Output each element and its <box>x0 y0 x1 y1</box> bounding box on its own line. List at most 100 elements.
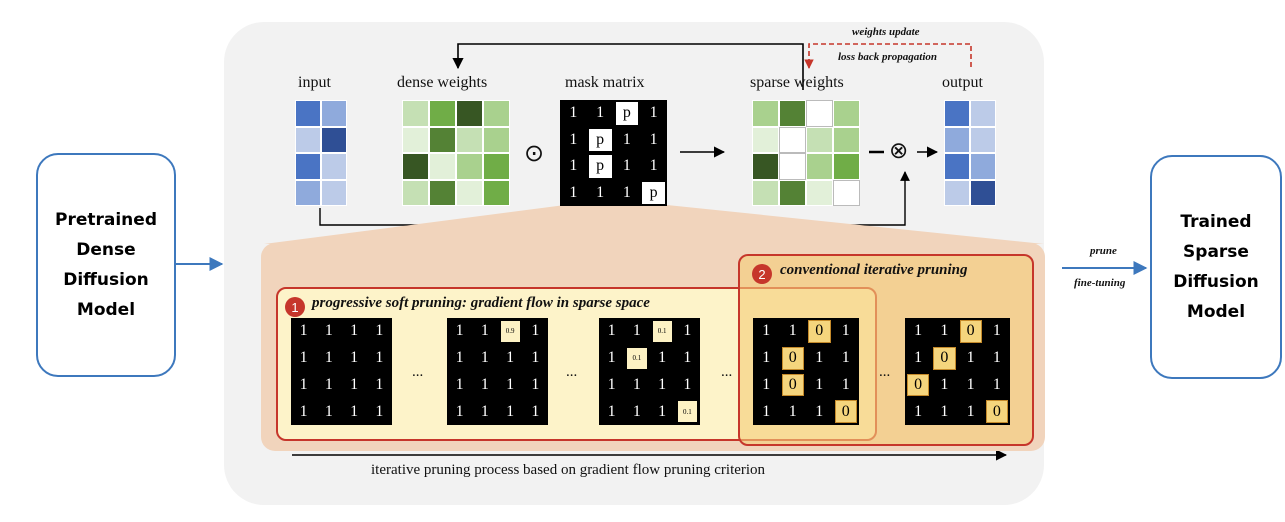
mask-cell: 0 <box>781 373 804 397</box>
sparse-cell <box>806 179 833 206</box>
mask-cell: 1 <box>683 375 692 393</box>
stage2-number-badge: 2 <box>752 264 772 284</box>
mask-cell: 1 <box>299 349 308 367</box>
dense-cell <box>402 153 429 180</box>
mask-cell: 1 <box>914 402 923 420</box>
output-cell <box>970 153 996 180</box>
dense-cell <box>429 153 456 180</box>
mask-cell: 1 <box>992 349 1001 367</box>
mask-cell: 1 <box>324 349 333 367</box>
mask-cell: 1 <box>596 104 605 122</box>
sparse-cell <box>752 179 779 206</box>
mask-cell: 1 <box>622 157 631 175</box>
mask-cell: 1 <box>632 402 641 420</box>
mask-cell: 1 <box>350 402 359 420</box>
mask-cell: 1 <box>940 322 949 340</box>
sparse-cell <box>833 126 860 153</box>
mask-cell: 0 <box>933 346 956 370</box>
mask-cell: 0.1 <box>677 401 697 422</box>
mask-cell: 1 <box>992 322 1001 340</box>
mask-cell: 1 <box>658 402 667 420</box>
mask-cell: 1 <box>455 402 464 420</box>
mask-cell: 1 <box>531 322 540 340</box>
mask-cell: 1 <box>569 157 578 175</box>
mask-cell: p <box>642 181 665 204</box>
dense-cell <box>483 126 510 153</box>
mask-cell: 1 <box>762 375 771 393</box>
output-cell <box>970 100 996 127</box>
prune-label: prune <box>1090 245 1117 257</box>
mask-cell: 1 <box>299 375 308 393</box>
mask-cell: 1 <box>762 402 771 420</box>
mask-cell: 1 <box>841 322 850 340</box>
dense-cell <box>402 179 429 206</box>
sparse-cell <box>779 153 806 180</box>
mask-cell: 1 <box>815 349 824 367</box>
mask-cell: 1 <box>455 322 464 340</box>
mask-cell: 0.9 <box>500 321 520 342</box>
mask-cell: 1 <box>841 375 850 393</box>
pretrained-model-label: Pretrained Dense Diffusion Model <box>55 210 157 320</box>
mask-cell: 1 <box>506 375 515 393</box>
output-matrix <box>944 100 996 206</box>
mask-cell: 1 <box>632 375 641 393</box>
mask-cell: 1 <box>940 375 949 393</box>
mask-cell: 1 <box>649 157 658 175</box>
dense-cell <box>456 126 483 153</box>
matrix-multiply-icon: ⊗ <box>889 138 909 164</box>
sparse-cell <box>752 153 779 180</box>
mask-cell: 1 <box>815 375 824 393</box>
mask-cell: 1 <box>841 349 850 367</box>
mask-cell: 1 <box>375 375 384 393</box>
dense-cell <box>429 100 456 127</box>
dense-cell <box>456 179 483 206</box>
dense-cell <box>429 126 456 153</box>
ellipsis-4: ... <box>879 364 891 380</box>
mask-cell: 0 <box>834 400 857 423</box>
output-cell <box>970 126 996 153</box>
mask-cell: 1 <box>622 183 631 201</box>
sparse-weights-label: sparse weights <box>750 74 844 91</box>
input-matrix <box>295 100 347 206</box>
mask-cell: 1 <box>569 183 578 201</box>
mask-cell: 1 <box>788 322 797 340</box>
input-cell <box>295 179 321 206</box>
mask-cell: 1 <box>607 375 616 393</box>
mask-cell: p <box>588 155 612 178</box>
mask-cell: 1 <box>531 402 540 420</box>
mask-cell: 1 <box>299 402 308 420</box>
mask-cell: 1 <box>299 322 308 340</box>
sparse-cell <box>806 126 833 153</box>
mask-cell: 1 <box>966 375 975 393</box>
output-cell <box>944 179 970 206</box>
dense-cell <box>456 100 483 127</box>
mask-cell: 1 <box>506 349 515 367</box>
ellipsis-2: ... <box>566 364 578 380</box>
stage1-title: progressive soft pruning: gradient flow … <box>312 295 650 311</box>
ellipsis-3: ... <box>721 364 733 380</box>
sparse-cell <box>833 153 860 180</box>
loss-back-propagation-label: loss back propagation <box>838 51 938 63</box>
mask-cell: 0 <box>985 400 1008 423</box>
mask-cell: 1 <box>992 375 1001 393</box>
mask-cell: 1 <box>455 349 464 367</box>
mask-cell: 1 <box>480 349 489 367</box>
mask-cell: 1 <box>531 375 540 393</box>
mask-cell: 1 <box>569 130 578 148</box>
pretrained-model-box: Pretrained Dense Diffusion Model <box>36 153 176 377</box>
output-cell <box>944 153 970 180</box>
mask-cell: 1 <box>480 402 489 420</box>
mask-cell: 1 <box>914 322 923 340</box>
sparse-cell <box>833 179 860 206</box>
mask-cell: 0.1 <box>652 321 672 342</box>
dense-cell <box>429 179 456 206</box>
input-cell <box>321 100 347 127</box>
sparse-cell <box>806 100 833 127</box>
mask-cell: 1 <box>649 104 658 122</box>
dense-weights-label: dense weights <box>397 74 488 91</box>
mask-cell: 1 <box>350 349 359 367</box>
input-label: input <box>298 74 331 91</box>
